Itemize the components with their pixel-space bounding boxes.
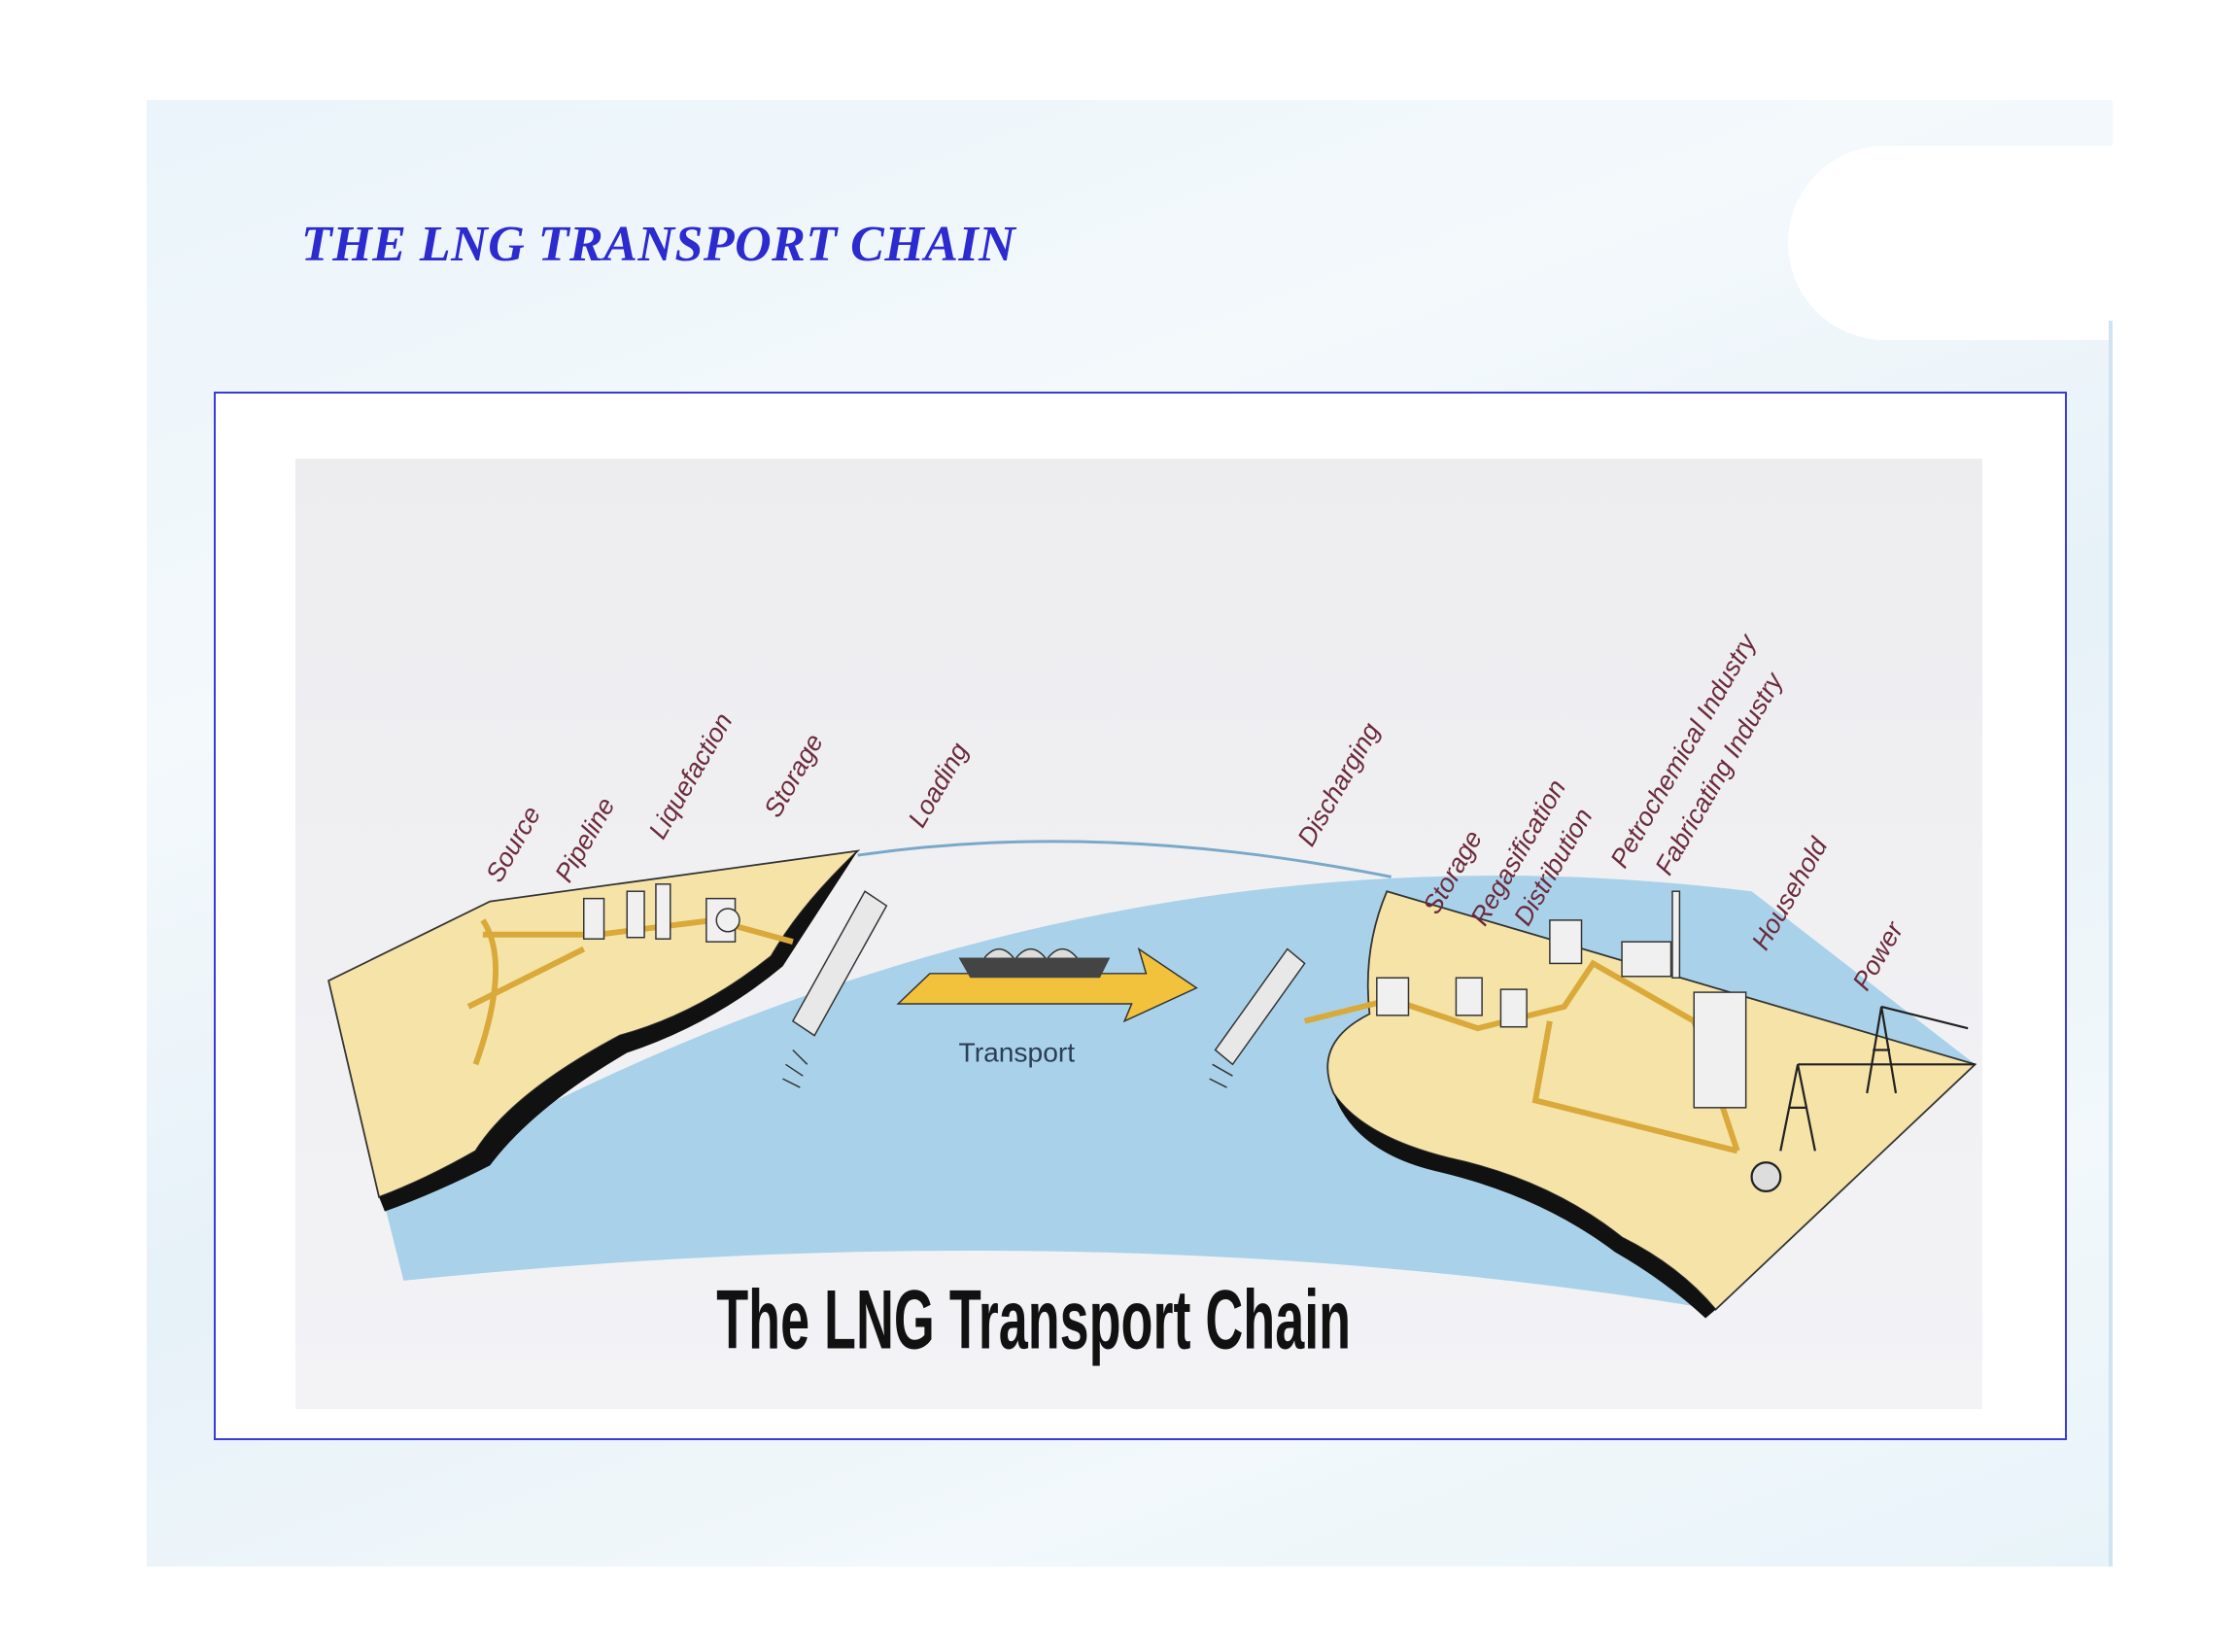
lng-carrier-ship xyxy=(958,947,1111,979)
sea-horizon xyxy=(857,840,1392,878)
background-shape xyxy=(1788,146,2118,340)
background-edge xyxy=(2109,321,2113,1566)
power-pylons xyxy=(1750,1005,1976,1193)
discharging-ship xyxy=(1209,947,1306,1088)
liquefaction-plant xyxy=(583,883,740,943)
diagram-caption: The LNG Transport Chain xyxy=(716,1274,1351,1367)
transport-arrow-icon xyxy=(896,946,1198,1023)
transport-label: Transport xyxy=(959,1036,1076,1067)
loading-ship xyxy=(782,890,888,1088)
regasification-plant xyxy=(1376,890,1747,1109)
slide-title: THE LNG TRANSPORT CHAIN xyxy=(301,217,1016,272)
lng-chain-diagram: Transport Source Pipeline Liquefaction S… xyxy=(295,459,1982,1409)
